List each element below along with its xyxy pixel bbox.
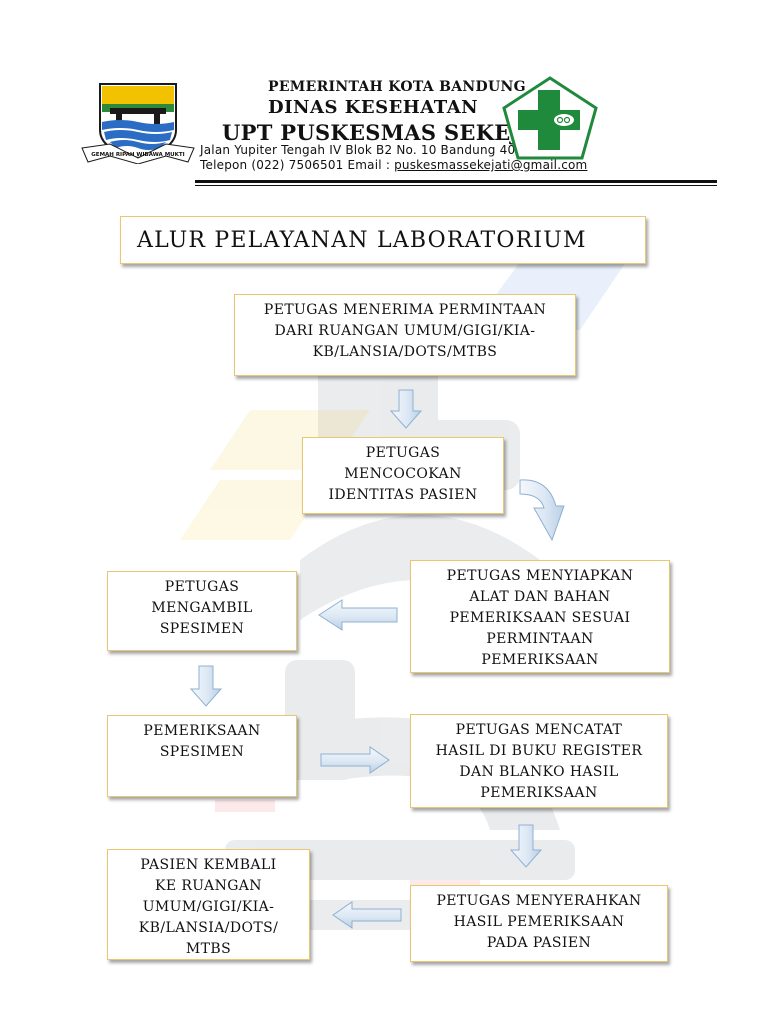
step-line: MENGAMBIL [151,600,253,616]
step-line: DAN BLANKO HASIL [459,764,619,780]
step-line: ALAT DAN BAHAN [469,589,611,605]
header-rule-thick [195,180,717,183]
header-phone: Telepon (022) 7506501 Email : [200,158,395,172]
step-examine-specimen: PEMERIKSAAN SPESIMEN [107,715,297,797]
logo-motto: GEMAH RIPAH WIBAWA MUKTI [91,152,184,158]
step-receive-request: PETUGAS MENERIMA PERMINTAAN DARI RUANGAN… [234,294,576,376]
step-line: KE RUANGAN [155,878,262,894]
step-line: PETUGAS MENYIAPKAN [446,568,634,584]
step-line: KB/LANSIA/DOTS/ [138,920,279,936]
header-government: PEMERINTAH KOTA BANDUNG [268,79,526,95]
step-line: PERMINTAAN [486,631,594,647]
arrow-left-icon [332,901,402,929]
step-patient-returns: PASIEN KEMBALI KE RUANGAN UMUM/GIGI/KIA-… [107,849,310,960]
arrow-down-icon [510,824,542,868]
step-line: DARI RUANGAN UMUM/GIGI/KIA- [274,323,536,339]
step-line: MENCOCOKAN [344,466,462,482]
bandung-city-logo: GEMAH RIPAH WIBAWA MUKTI [81,83,195,164]
step-match-identity: PETUGAS MENCOCOKAN IDENTITAS PASIEN [302,437,504,514]
step-line: PEMERIKSAAN [480,785,598,801]
step-line: SPESIMEN [159,621,245,637]
page-title: ALUR PELAYANAN LABORATORIUM [120,216,646,264]
header-rule-thin [195,185,717,186]
step-line: PADA PASIEN [486,935,592,951]
step-line: HASIL PEMERIKSAAN [453,914,625,930]
header-clinic-name: UPT PUSKESMAS SEKEJATI [222,120,563,145]
puskesmas-cross-logo [502,76,598,160]
step-line: PETUGAS MENYERAHKAN [436,893,642,909]
step-line: IDENTITAS PASIEN [328,487,478,503]
step-line: MTBS [185,941,232,957]
header-contact: Telepon (022) 7506501 Email : puskesmass… [200,158,587,172]
header-department: DINAS KESEHATAN [268,97,479,118]
step-line: UMUM/GIGI/KIA- [142,899,275,915]
step-take-specimen: PETUGAS MENGAMBIL SPESIMEN [107,571,297,651]
arrow-down-icon [190,665,222,707]
arrow-down-icon [390,389,422,429]
step-line: PEMERIKSAAN [481,652,599,668]
arrow-left-icon [318,599,398,631]
step-line: PETUGAS [365,445,441,461]
arrow-right-icon [320,746,390,774]
step-record-results: PETUGAS MENCATAT HASIL DI BUKU REGISTER … [410,714,668,808]
step-line: PASIEN KEMBALI [140,857,277,873]
curved-arrow-down-icon [519,479,565,542]
header-email-link[interactable]: puskesmassekejati@gmail.com [394,158,588,172]
step-prepare-equipment: PETUGAS MENYIAPKAN ALAT DAN BAHAN PEMERI… [410,560,670,673]
step-hand-over-results: PETUGAS MENYERAHKAN HASIL PEMERIKSAAN PA… [410,885,668,962]
step-line: PETUGAS [164,579,240,595]
step-line: SPESIMEN [159,744,245,760]
step-line: HASIL DI BUKU REGISTER [435,743,643,759]
step-line: PEMERIKSAAN [143,723,261,739]
step-line: PETUGAS MENERIMA PERMINTAAN [263,302,547,318]
step-line: PEMERIKSAAN SESUAI [449,610,631,626]
step-line: PETUGAS MENCATAT [455,722,623,738]
step-line: KB/LANSIA/DOTS/MTBS [312,344,498,360]
header-address: Jalan Yupiter Tengah IV Blok B2 No. 10 B… [200,143,539,157]
